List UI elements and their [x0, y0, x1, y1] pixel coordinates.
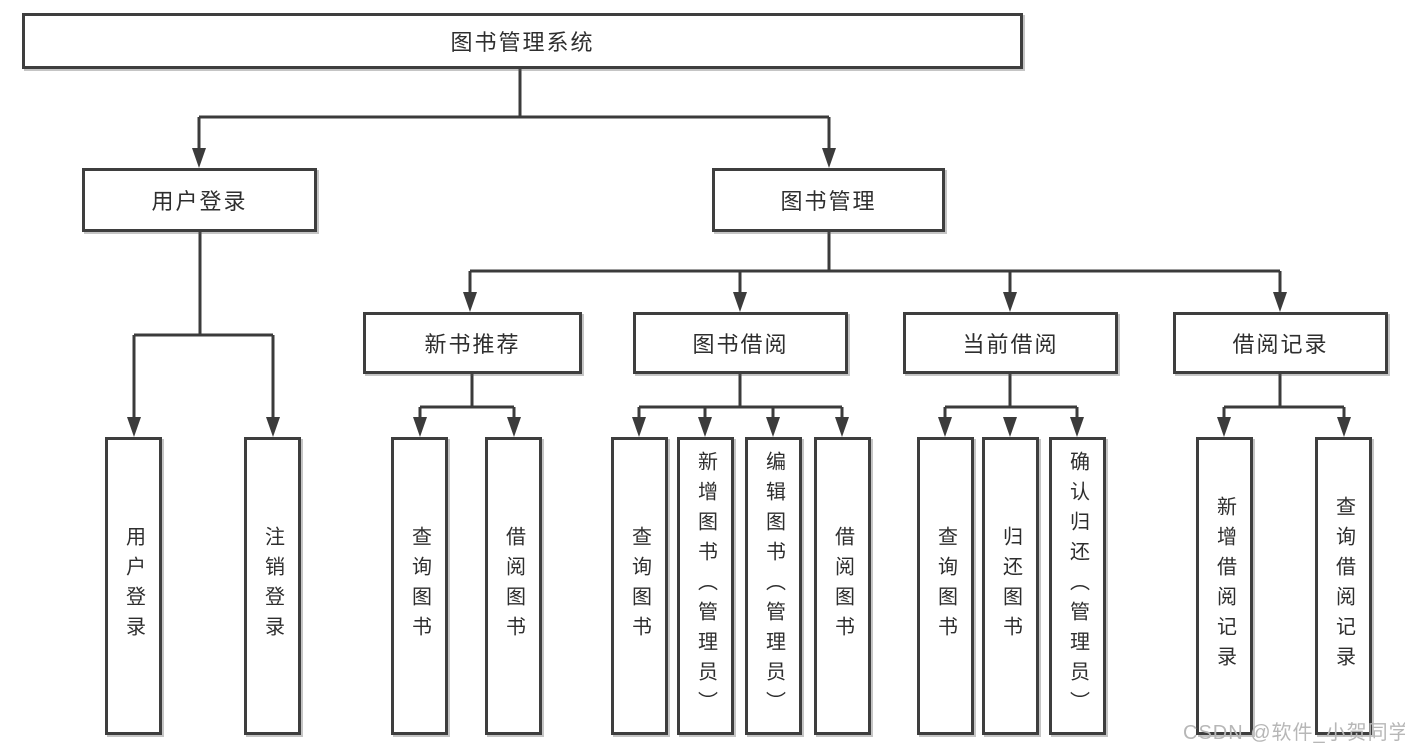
leaf-query-book-newrec: 查询图书 — [391, 437, 448, 735]
leaf-query-book-current-label: 查询图书 — [934, 526, 957, 646]
node-current-borrow-label: 当前借阅 — [962, 332, 1059, 357]
leaf-borrow-book-borrow-label: 借阅图书 — [831, 526, 854, 646]
node-borrow-record-label: 借阅记录 — [1232, 332, 1329, 357]
arrowhead — [1070, 417, 1084, 437]
leaf-add-record: 新增借阅记录 — [1196, 437, 1253, 735]
connector-path-book-mgmt — [468, 232, 1282, 295]
leaf-edit-book: 编辑图书（管理员） — [745, 437, 802, 735]
arrowhead — [192, 148, 206, 168]
arrowhead — [698, 417, 712, 437]
arrowhead — [835, 417, 849, 437]
leaf-confirm-return: 确认归还（管理员） — [1049, 437, 1106, 735]
node-root: 图书管理系统 — [22, 13, 1023, 69]
connector-path-new-book-rec — [418, 374, 516, 420]
arrowhead — [822, 148, 836, 168]
arrowhead — [463, 292, 477, 312]
arrowhead — [632, 417, 646, 437]
node-book-mgmt: 图书管理 — [712, 168, 945, 232]
leaf-borrow-book-newrec: 借阅图书 — [485, 437, 542, 735]
leaf-query-book-borrow-label: 查询图书 — [628, 526, 651, 646]
arrowhead — [766, 417, 780, 437]
leaf-confirm-return-label: 确认归还（管理员） — [1066, 451, 1089, 721]
connector-path-current-borrow — [943, 374, 1079, 420]
arrowhead — [1217, 417, 1231, 437]
arrowhead — [1003, 292, 1017, 312]
node-borrow-record: 借阅记录 — [1173, 312, 1388, 374]
leaf-add-book: 新增图书（管理员） — [677, 437, 734, 735]
arrowhead — [1273, 292, 1287, 312]
arrowhead — [1337, 417, 1351, 437]
leaf-add-book-label: 新增图书（管理员） — [694, 451, 717, 721]
connector-path-root — [197, 69, 831, 151]
node-book-borrow-label: 图书借阅 — [692, 332, 789, 357]
arrowhead — [1003, 417, 1017, 437]
leaf-user-login-label: 用户登录 — [122, 526, 145, 646]
node-root-label: 图书管理系统 — [450, 30, 595, 55]
node-new-book-rec-label: 新书推荐 — [424, 332, 521, 357]
leaf-query-book-borrow: 查询图书 — [611, 437, 668, 735]
leaf-logout: 注销登录 — [244, 437, 301, 735]
leaf-add-record-label: 新增借阅记录 — [1213, 496, 1236, 676]
arrowhead — [413, 417, 427, 437]
leaf-query-book-current: 查询图书 — [917, 437, 974, 735]
leaf-user-login: 用户登录 — [105, 437, 162, 735]
leaf-return-book-label: 归还图书 — [999, 526, 1022, 646]
leaf-borrow-book-newrec-label: 借阅图书 — [502, 526, 525, 646]
node-new-book-rec: 新书推荐 — [363, 312, 582, 374]
arrowhead — [127, 417, 141, 437]
connector-path-user-login — [132, 232, 275, 420]
leaf-query-book-newrec-label: 查询图书 — [408, 526, 431, 646]
arrowhead — [938, 417, 952, 437]
node-user-login-label: 用户登录 — [151, 189, 248, 214]
arrowhead — [266, 417, 280, 437]
node-current-borrow: 当前借阅 — [903, 312, 1118, 374]
leaf-edit-book-label: 编辑图书（管理员） — [762, 451, 785, 721]
arrowhead — [507, 417, 521, 437]
leaf-borrow-book-borrow: 借阅图书 — [814, 437, 871, 735]
node-book-borrow: 图书借阅 — [633, 312, 848, 374]
node-user-login: 用户登录 — [82, 168, 317, 232]
connector-path-book-borrow — [637, 374, 844, 420]
connector-path-borrow-record — [1222, 374, 1346, 420]
leaf-logout-label: 注销登录 — [261, 526, 284, 646]
leaf-return-book: 归还图书 — [982, 437, 1039, 735]
node-book-mgmt-label: 图书管理 — [780, 189, 877, 214]
leaf-query-record: 查询借阅记录 — [1315, 437, 1372, 735]
csdn-watermark: CSDN @软件_小贺同学 — [1183, 722, 1405, 744]
arrowhead — [733, 292, 747, 312]
leaf-query-record-label: 查询借阅记录 — [1332, 496, 1355, 676]
